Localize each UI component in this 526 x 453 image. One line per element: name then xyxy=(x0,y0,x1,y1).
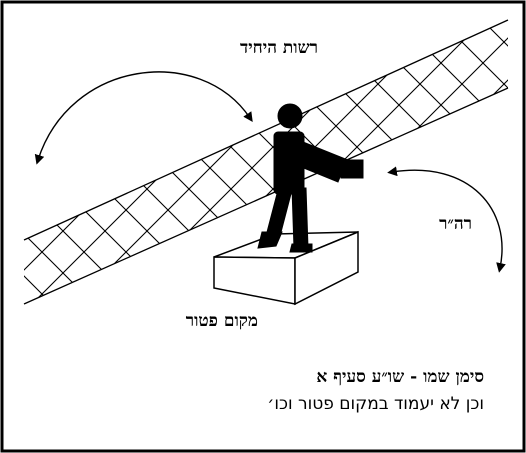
private-domain-label: רשות היחיד xyxy=(240,38,318,58)
caption-source: סימן שמו - שו״ע סעיף א xyxy=(316,367,484,387)
public-domain-label: רה״ר xyxy=(439,214,472,234)
caption-text: וכן לא יעמוד במקום פטור וכו׳ xyxy=(267,394,484,414)
arrow-private-domain xyxy=(34,71,253,165)
arrow-public-domain xyxy=(387,166,506,273)
exempt-place-box xyxy=(213,230,359,306)
person-figure xyxy=(257,103,364,253)
exempt-place-label: מקום פטור xyxy=(185,311,258,331)
